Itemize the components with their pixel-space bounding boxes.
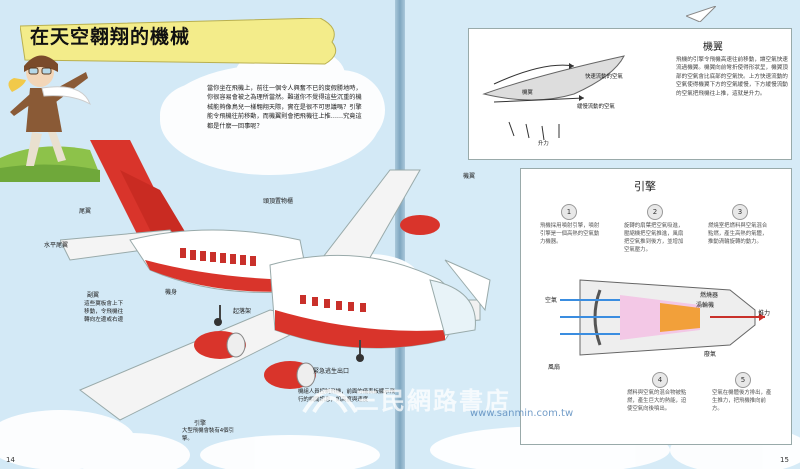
label-landing-gear: 起落架 <box>233 308 252 315</box>
slow-air-label: 緩慢流動的空氣 <box>577 104 615 110</box>
pilot-illustration <box>8 55 91 166</box>
step-4-text: 燃料與空氣的混合物被點燃，產生巨大的熱能，迫使空氣向後噴出。 <box>627 390 687 412</box>
turbine-label: 渦輪機 <box>696 302 715 309</box>
combustion-label: 燃燒器 <box>700 292 719 299</box>
fan-label: 風扇 <box>548 364 561 371</box>
wing-box-text: 飛機的引擎令飛機高速往前移動，讓空氣快速流過機翼。機翼向前彎折使得形狀呈，機翼頂… <box>676 57 788 97</box>
label-overhead-bins: 頭頂置物櫃 <box>263 198 294 205</box>
label-engine: 引擎 <box>194 420 207 427</box>
exhaust-label: 廢氣 <box>704 351 717 358</box>
label-fuselage: 機身 <box>165 289 178 296</box>
label-wing: 機翼 <box>463 173 476 180</box>
step-2-number: 2 <box>647 204 663 220</box>
wing-box-title: 機翼 <box>703 42 723 53</box>
step-3-text: 燃燒室把燃料與空氣混合點燃，產生高熱的氣體，推動渦輪旋轉的動力。 <box>708 223 768 245</box>
airplane-cutaway-illustration <box>60 140 491 421</box>
intro-paragraph: 當你坐在飛機上，前往一個令人興奮不已的度假勝地時，你很容易會被之為理所當然。難道… <box>207 85 362 130</box>
book-gutter <box>395 0 405 469</box>
engine-box-title: 引擎 <box>634 180 656 193</box>
step-5-number: 5 <box>735 372 751 388</box>
label-horizontal-tail: 水平尾翼 <box>44 242 69 249</box>
page-number-left: 14 <box>6 456 15 464</box>
watermark-url: www.sanmin.com.tw <box>470 408 574 419</box>
sanmin-logo <box>302 389 358 414</box>
airfoil-label: 機翼 <box>522 90 533 96</box>
fast-air-label: 快速流動的空氣 <box>585 74 623 80</box>
page-title: 在天空翱翔的機械 <box>30 26 191 48</box>
page-number-right: 15 <box>780 456 789 464</box>
aileron-description: 這些翼板會上下移動，令飛機往轉向左邊或右邊 <box>84 301 124 323</box>
jet-engine-diagram <box>560 279 765 356</box>
label-aileron: 副翼 <box>87 292 100 299</box>
thrust-label: 推力 <box>758 310 771 317</box>
step-1-number: 1 <box>561 204 577 220</box>
paper-plane-icon <box>686 6 716 22</box>
step-3-number: 3 <box>732 204 748 220</box>
watermark-text: 三民網路書店 <box>355 387 511 415</box>
step-1-text: 飛機採用噴射引擎，噴射引擎是一個高熱的空氣動力機器。 <box>540 223 600 245</box>
step-5-text: 空氣在機體後方排出，產生推力，把飛機推向前方。 <box>712 390 772 412</box>
air-label: 空氣 <box>545 297 558 304</box>
title-banner <box>20 18 337 65</box>
label-emergency-exit: 緊急逃生出口 <box>313 368 350 375</box>
wing-airflow-diagram <box>482 55 625 141</box>
step-4-number: 4 <box>652 372 668 388</box>
label-tail-fin: 尾翼 <box>79 208 92 215</box>
lift-label: 升力 <box>538 141 549 147</box>
engine-description: 大型飛機會裝有4個引擎。 <box>182 428 234 442</box>
step-2-text: 旋轉的扇葉把空氣吸進，壓縮機把空氣推進，風扇把空氣推到後方，並增加空氣壓力。 <box>624 223 684 253</box>
